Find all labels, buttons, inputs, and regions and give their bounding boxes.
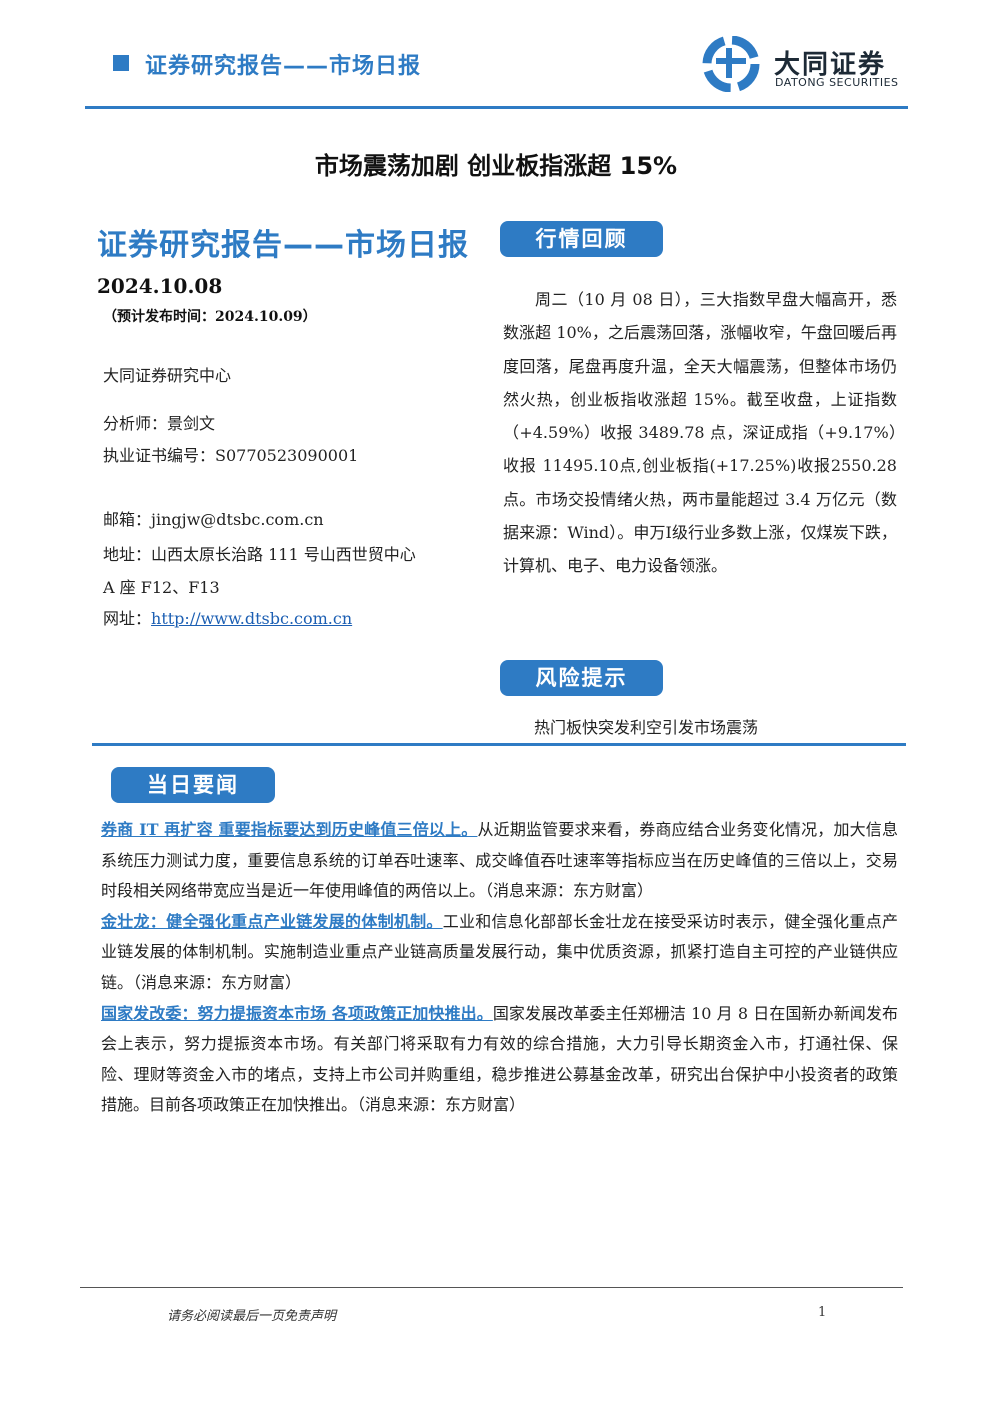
section-divider: [92, 743, 906, 746]
risk-warning-badge: 风险提示: [500, 660, 663, 696]
news-item-2: 金壮龙：健全强化重点产业链发展的体制机制。工业和信息化部部长金壮龙在接受采访时表…: [101, 907, 898, 999]
logo-name-cn: 大同证券: [774, 50, 887, 80]
email-label: 邮箱：: [103, 510, 152, 529]
datong-logo-icon: [702, 36, 760, 92]
news-body-2: 工业和信息化部部长金壮龙在接受采访时表示，健全强化重点产业链发展的体制机制。实施…: [101, 911, 898, 992]
header-square-icon: [113, 55, 129, 71]
report-date: 2024.10.08: [97, 274, 223, 298]
page-number: 1: [818, 1305, 827, 1320]
analyst-name: 分析师：景剑文: [103, 414, 216, 433]
website-link[interactable]: http://www.dtsbc.com.cn: [151, 609, 353, 628]
news-headline-2[interactable]: 金壮龙：健全强化重点产业链发展的体制机制。: [101, 911, 443, 931]
document-title: 市场震荡加剧 创业板指涨超 15%: [314, 152, 678, 180]
news-item-1: 券商 IT 再扩容 重要指标要达到历史峰值三倍以上。从近期监管要求来看，券商应结…: [101, 815, 898, 907]
risk-warning-text: 热门板快突发利空引发市场震荡: [534, 718, 759, 737]
footer-divider: [80, 1287, 903, 1288]
news-body-1: 从近期监管要求来看，券商应结合业务变化情况，加大信息系统压力测试力度，重要信息系…: [101, 820, 898, 901]
address-line-1: 地址：山西太原长治路 111 号山西世贸中心: [103, 545, 416, 564]
email-value[interactable]: jingjw@dtsbc.com.cn: [151, 510, 324, 529]
daily-news-badge: 当日要闻: [111, 767, 275, 803]
header-report-type: 证券研究报告——市场日报: [145, 54, 422, 79]
website-line: 网址：http://www.dtsbc.com.cn: [103, 605, 352, 629]
market-review-badge: 行情回顾: [500, 221, 663, 257]
header-divider: [85, 106, 908, 109]
logo-name-en: DATONG SECURITIES: [775, 76, 899, 89]
publish-time: （预计发布时间：2024.10.09）: [103, 309, 317, 325]
news-item-3: 国家发改委：努力提振资本市场 各项政策正加快推出。国家发展改革委主任郑栅洁 10…: [101, 999, 898, 1121]
research-org: 大同证券研究中心: [103, 366, 232, 385]
news-body-3: 国家发展改革委主任郑栅洁 10 月 8 日在国新办新闻发布会上表示，努力提振资本…: [101, 1003, 898, 1115]
news-headline-1[interactable]: 券商 IT 再扩容 重要指标要达到历史峰值三倍以上。: [101, 820, 478, 839]
news-headline-3[interactable]: 国家发改委：努力提振资本市场 各项政策正加快推出。: [101, 1003, 493, 1023]
address-line-2: A 座 F12、F13: [103, 578, 220, 597]
footer-disclaimer: 请务必阅读最后一页免责声明: [167, 1309, 337, 1324]
news-list: 券商 IT 再扩容 重要指标要达到历史峰值三倍以上。从近期监管要求来看，券商应结…: [101, 815, 898, 1121]
report-type-title: 证券研究报告——市场日报: [97, 228, 469, 263]
email-line: 邮箱：jingjw@dtsbc.com.cn: [103, 506, 324, 530]
website-label: 网址：: [103, 609, 152, 628]
certificate-number: 执业证书编号：S0770523090001: [103, 446, 359, 465]
market-review-text: 周二（10 月 08 日），三大指数早盘大幅高开，悉数涨超 10%，之后震荡回落…: [503, 290, 897, 576]
